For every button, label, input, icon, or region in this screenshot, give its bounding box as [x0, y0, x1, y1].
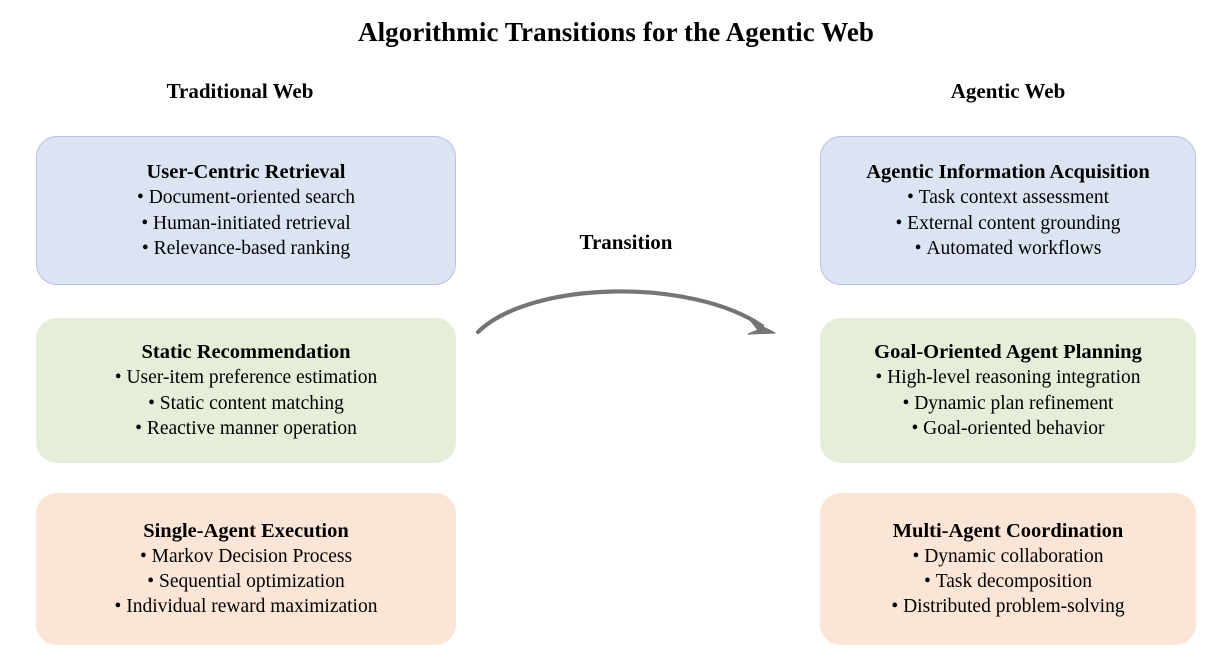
list-item: Sequential optimization: [115, 569, 378, 594]
node-box-goal-oriented-agent-planning[interactable]: Goal-Oriented Agent Planning High-level …: [820, 318, 1196, 463]
node-box-multi-agent-coordination[interactable]: Multi-Agent Coordination Dynamic collabo…: [820, 493, 1196, 645]
list-item: User-item preference estimation: [115, 365, 377, 390]
node-box-single-agent-execution[interactable]: Single-Agent Execution Markov Decision P…: [36, 493, 456, 645]
list-item: Relevance-based ranking: [137, 236, 355, 261]
list-item: Individual reward maximization: [115, 594, 377, 619]
list-item: Static content matching: [115, 391, 378, 416]
figure-title: Algorithmic Transitions for the Agentic …: [357, 17, 875, 47]
node-box-static-recommendation[interactable]: Static Recommendation User-item preferen…: [36, 318, 456, 463]
node-title: Goal-Oriented Agent Planning: [874, 341, 1142, 364]
node-box-user-centric-retrieval[interactable]: User-Centric Retrieval Document-oriented…: [36, 136, 456, 285]
list-item: Dynamic plan refinement: [875, 391, 1140, 416]
list-item: Goal-oriented behavior: [875, 416, 1140, 441]
list-item: Human-initiated retrieval: [137, 211, 355, 236]
list-item: Distributed problem-solving: [891, 594, 1125, 619]
list-item: Dynamic collaboration: [891, 544, 1124, 569]
node-bullet-list: User-item preference estimation Static c…: [115, 365, 378, 441]
node-bullet-list: Document-oriented search Human-initiated…: [137, 185, 355, 260]
node-title: Static Recommendation: [141, 341, 351, 364]
curved-arrow-right-icon: [475, 289, 776, 335]
node-title: User-Centric Retrieval: [146, 161, 346, 184]
node-bullet-list: Task context assessment External content…: [895, 185, 1120, 260]
list-item: External content grounding: [895, 211, 1120, 236]
list-item: Task context assessment: [895, 185, 1120, 210]
column-header-traditional-web: Traditional Web: [166, 79, 314, 103]
node-title: Multi-Agent Coordination: [892, 519, 1124, 542]
node-bullet-list: Markov Decision Process Sequential optim…: [115, 544, 378, 619]
list-item: Automated workflows: [895, 236, 1120, 261]
list-item: Task decomposition: [891, 569, 1124, 594]
list-item: Markov Decision Process: [115, 544, 378, 569]
node-title: Agentic Information Acquisition: [866, 161, 1150, 184]
transition-label: Transition: [579, 230, 673, 254]
node-title: Single-Agent Execution: [143, 519, 349, 542]
list-item: Reactive manner operation: [115, 416, 378, 441]
node-bullet-list: Dynamic collaboration Task decomposition…: [891, 544, 1125, 619]
node-box-agentic-information-acquisition[interactable]: Agentic Information Acquisition Task con…: [820, 136, 1196, 285]
node-bullet-list: High-level reasoning integration Dynamic…: [875, 365, 1140, 440]
column-header-agentic-web: Agentic Web: [950, 79, 1066, 103]
list-item: High-level reasoning integration: [875, 365, 1140, 390]
list-item: Document-oriented search: [137, 185, 355, 210]
